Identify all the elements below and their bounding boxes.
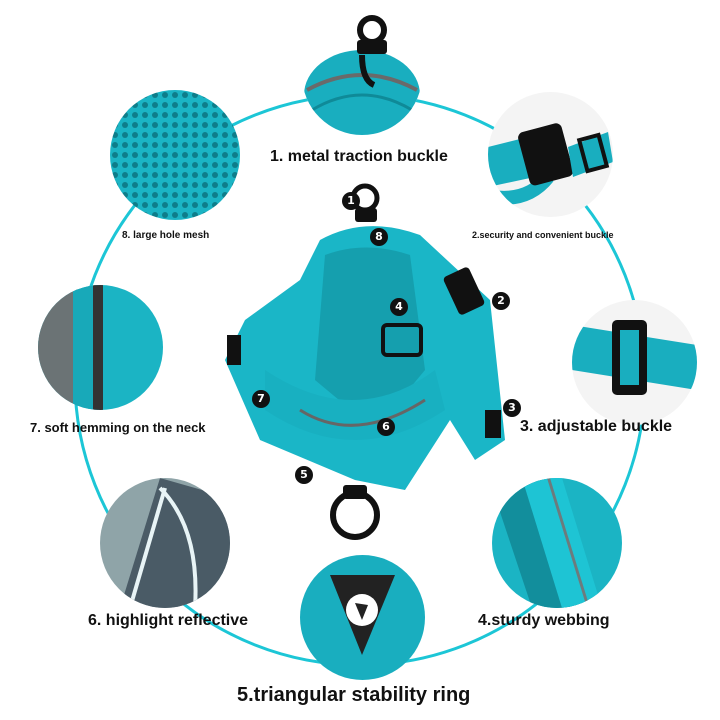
feature-image-adjustable-buckle (572, 300, 697, 425)
label-adjustable-buckle: 3. adjustable buckle (520, 418, 673, 435)
plastic-buckle-icon (381, 323, 423, 357)
badge-5: 5 (295, 466, 313, 484)
badge-4: 4 (390, 298, 408, 316)
badge-3: 3 (503, 399, 521, 417)
label-soft-hemming: 7. soft hemming on the neck (30, 420, 206, 435)
feature-image-large-hole-mesh (110, 90, 240, 220)
feature-image-sturdy-webbing (492, 478, 622, 608)
label-security-buckle: 2.security and convenient buckle (472, 230, 614, 240)
feature-image-triangular-ring (300, 555, 425, 680)
harness-product-image (205, 170, 535, 560)
label-large-hole-mesh: 8. large hole mesh (122, 230, 210, 241)
feature-image-metal-traction-buckle (302, 0, 422, 135)
feature-image-security-buckle (488, 92, 613, 217)
label-metal-traction-buckle: 1. metal traction buckle (270, 148, 448, 165)
badge-8: 8 (370, 228, 388, 246)
label-highlight-reflective: 6. highlight reflective (88, 612, 249, 629)
feature-image-highlight-reflective (100, 478, 230, 608)
feature-image-soft-hemming (38, 285, 163, 410)
badge-6: 6 (377, 418, 395, 436)
d-ring-icon (330, 490, 380, 540)
label-triangular-ring: 5.triangular stability ring (237, 684, 471, 706)
badge-1: 1 (342, 192, 360, 210)
badge-7: 7 (252, 390, 270, 408)
badge-2: 2 (492, 292, 510, 310)
label-sturdy-webbing: 4.sturdy webbing (478, 612, 610, 629)
